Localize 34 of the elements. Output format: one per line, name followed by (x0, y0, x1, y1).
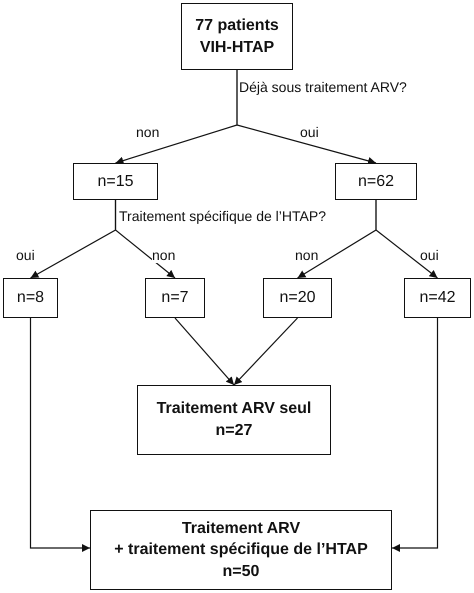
box-text: n=62 (358, 172, 394, 192)
box-text: n=7 (161, 288, 189, 308)
arrow (392, 318, 438, 552)
box-text: Traitement ARV (182, 518, 300, 539)
box-text: n=50 (222, 562, 260, 582)
edge-label: oui (420, 248, 439, 264)
process-box (404, 278, 471, 318)
arrow (174, 318, 234, 386)
edge-label: oui (300, 125, 319, 140)
question-label: Déjà sous traitement ARV? (239, 80, 407, 96)
edge-label: oui (16, 248, 35, 264)
arrow (236, 70, 376, 165)
box-text: n=8 (16, 288, 44, 308)
arrow (114, 200, 176, 278)
box-text: n=15 (97, 172, 134, 192)
process-box (90, 510, 392, 590)
box-text: Traitement ARV seul (156, 399, 312, 420)
process-box (137, 385, 331, 455)
process-box (73, 163, 158, 200)
process-box (181, 3, 293, 70)
process-box (145, 278, 205, 318)
process-box (3, 278, 58, 318)
box-text: + traitement spécifique de l’HTAP (114, 540, 368, 560)
box-text: n=42 (419, 288, 456, 308)
box-text: n=20 (279, 288, 316, 308)
arrow (234, 318, 298, 386)
process-box (263, 278, 332, 318)
question-label: Traitement spécifique de l’HTAP? (119, 209, 326, 224)
box-text: n=27 (216, 421, 252, 441)
box-text: 77 patients (195, 16, 279, 36)
box-text: VIH-HTAP (200, 38, 274, 58)
arrow (375, 200, 438, 278)
arrow (30, 318, 90, 552)
process-box (335, 163, 417, 200)
